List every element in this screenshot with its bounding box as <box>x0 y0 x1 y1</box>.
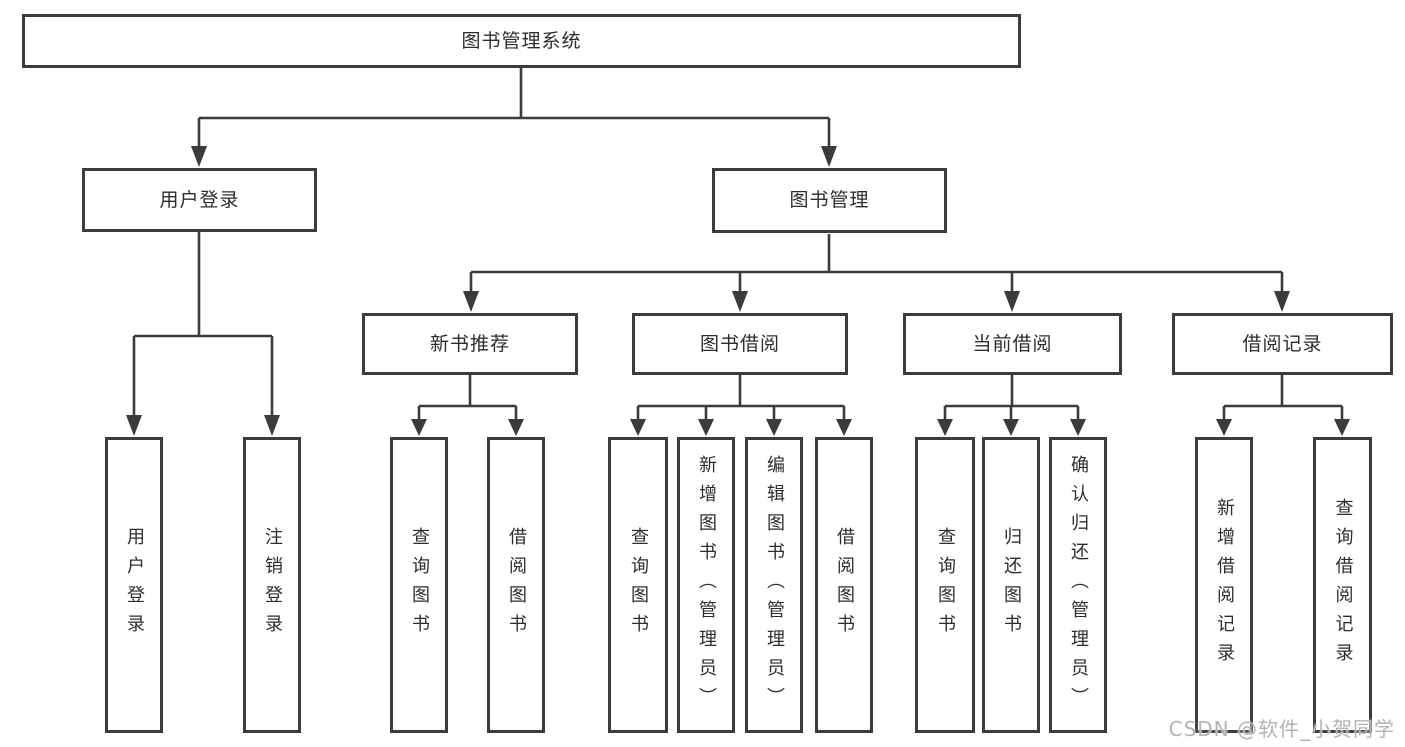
leaf-add-borrow-record: 新增借阅记录 <box>1195 437 1253 733</box>
node-new-book-recommend-label: 新书推荐 <box>429 332 510 355</box>
leaf-add-borrow-record-label: 新增借阅记录 <box>1214 498 1235 672</box>
arrowhead <box>766 419 782 436</box>
connector-book-borrow-group <box>636 375 846 420</box>
arrowhead <box>1334 419 1350 436</box>
connector-new-book-group <box>417 375 518 420</box>
leaf-add-book-admin: 新增图书（管理员） <box>677 437 735 733</box>
leaf-return-book: 归还图书 <box>982 437 1040 733</box>
node-book-borrow: 图书借阅 <box>632 313 848 375</box>
leaf-query-book-3: 查询图书 <box>915 437 975 733</box>
arrowhead <box>821 146 837 167</box>
node-current-borrow-label: 当前借阅 <box>972 332 1053 355</box>
leaf-logout-label: 注销登录 <box>262 527 283 643</box>
node-user-login: 用户登录 <box>82 168 317 232</box>
leaf-return-book-label: 归还图书 <box>1001 527 1022 643</box>
leaf-query-book-2-label: 查询图书 <box>628 527 649 643</box>
leaf-query-book-2: 查询图书 <box>608 437 668 733</box>
watermark-text: CSDN @软件_小贺同学 <box>1168 717 1395 741</box>
arrowhead <box>1216 419 1232 436</box>
node-borrow-record-label: 借阅记录 <box>1242 332 1323 355</box>
node-new-book-recommend: 新书推荐 <box>362 313 578 375</box>
arrowhead <box>698 419 714 436</box>
node-book-borrow-label: 图书借阅 <box>699 332 780 355</box>
arrowhead <box>630 419 646 436</box>
leaf-query-book-3-label: 查询图书 <box>935 527 956 643</box>
arrowhead <box>126 415 142 436</box>
arrowhead <box>463 291 479 312</box>
leaf-borrow-book-1-label: 借阅图书 <box>506 527 527 643</box>
leaf-logout: 注销登录 <box>243 437 301 733</box>
arrowhead <box>836 419 852 436</box>
node-current-borrow: 当前借阅 <box>903 313 1122 375</box>
node-book-management: 图书管理 <box>712 168 947 233</box>
leaf-borrow-book-2: 借阅图书 <box>815 437 873 733</box>
node-borrow-record: 借阅记录 <box>1172 313 1393 375</box>
connector-user-login-branch <box>132 232 274 416</box>
connector-root-to-level2 <box>197 68 831 147</box>
leaf-borrow-book-2-label: 借阅图书 <box>834 527 855 643</box>
arrowhead <box>937 419 953 436</box>
connector-current-borrow-group <box>943 375 1080 420</box>
arrowhead <box>1070 419 1086 436</box>
connector-book-management-branch <box>469 234 1284 292</box>
leaf-confirm-return-admin: 确认归还（管理员） <box>1049 437 1107 733</box>
node-user-login-label: 用户登录 <box>159 188 240 211</box>
leaf-query-book-1: 查询图书 <box>390 437 448 733</box>
leaf-confirm-return-admin-label: 确认归还（管理员） <box>1068 454 1089 716</box>
node-root-label: 图书管理系统 <box>461 29 582 52</box>
arrowhead <box>732 291 748 312</box>
node-root: 图书管理系统 <box>22 14 1021 68</box>
leaf-edit-book-admin: 编辑图书（管理员） <box>745 437 803 733</box>
arrowhead <box>191 146 207 167</box>
arrowhead <box>1274 291 1290 312</box>
arrowhead <box>1003 419 1019 436</box>
arrowhead <box>264 415 280 436</box>
leaf-edit-book-admin-label: 编辑图书（管理员） <box>764 454 785 716</box>
connector-borrow-record-group <box>1222 375 1344 420</box>
leaf-user-login-label: 用户登录 <box>124 527 145 643</box>
leaf-query-borrow-record-label: 查询借阅记录 <box>1332 498 1354 672</box>
leaf-borrow-book-1: 借阅图书 <box>487 437 545 733</box>
arrowhead <box>1004 291 1020 312</box>
leaf-query-book-1-label: 查询图书 <box>409 527 430 643</box>
arrowhead <box>508 419 524 436</box>
leaf-query-borrow-record: 查询借阅记录 <box>1313 437 1372 733</box>
arrowhead <box>411 419 427 436</box>
leaf-user-login: 用户登录 <box>105 437 163 733</box>
leaf-add-book-admin-label: 新增图书（管理员） <box>696 454 717 716</box>
node-book-management-label: 图书管理 <box>789 189 870 211</box>
